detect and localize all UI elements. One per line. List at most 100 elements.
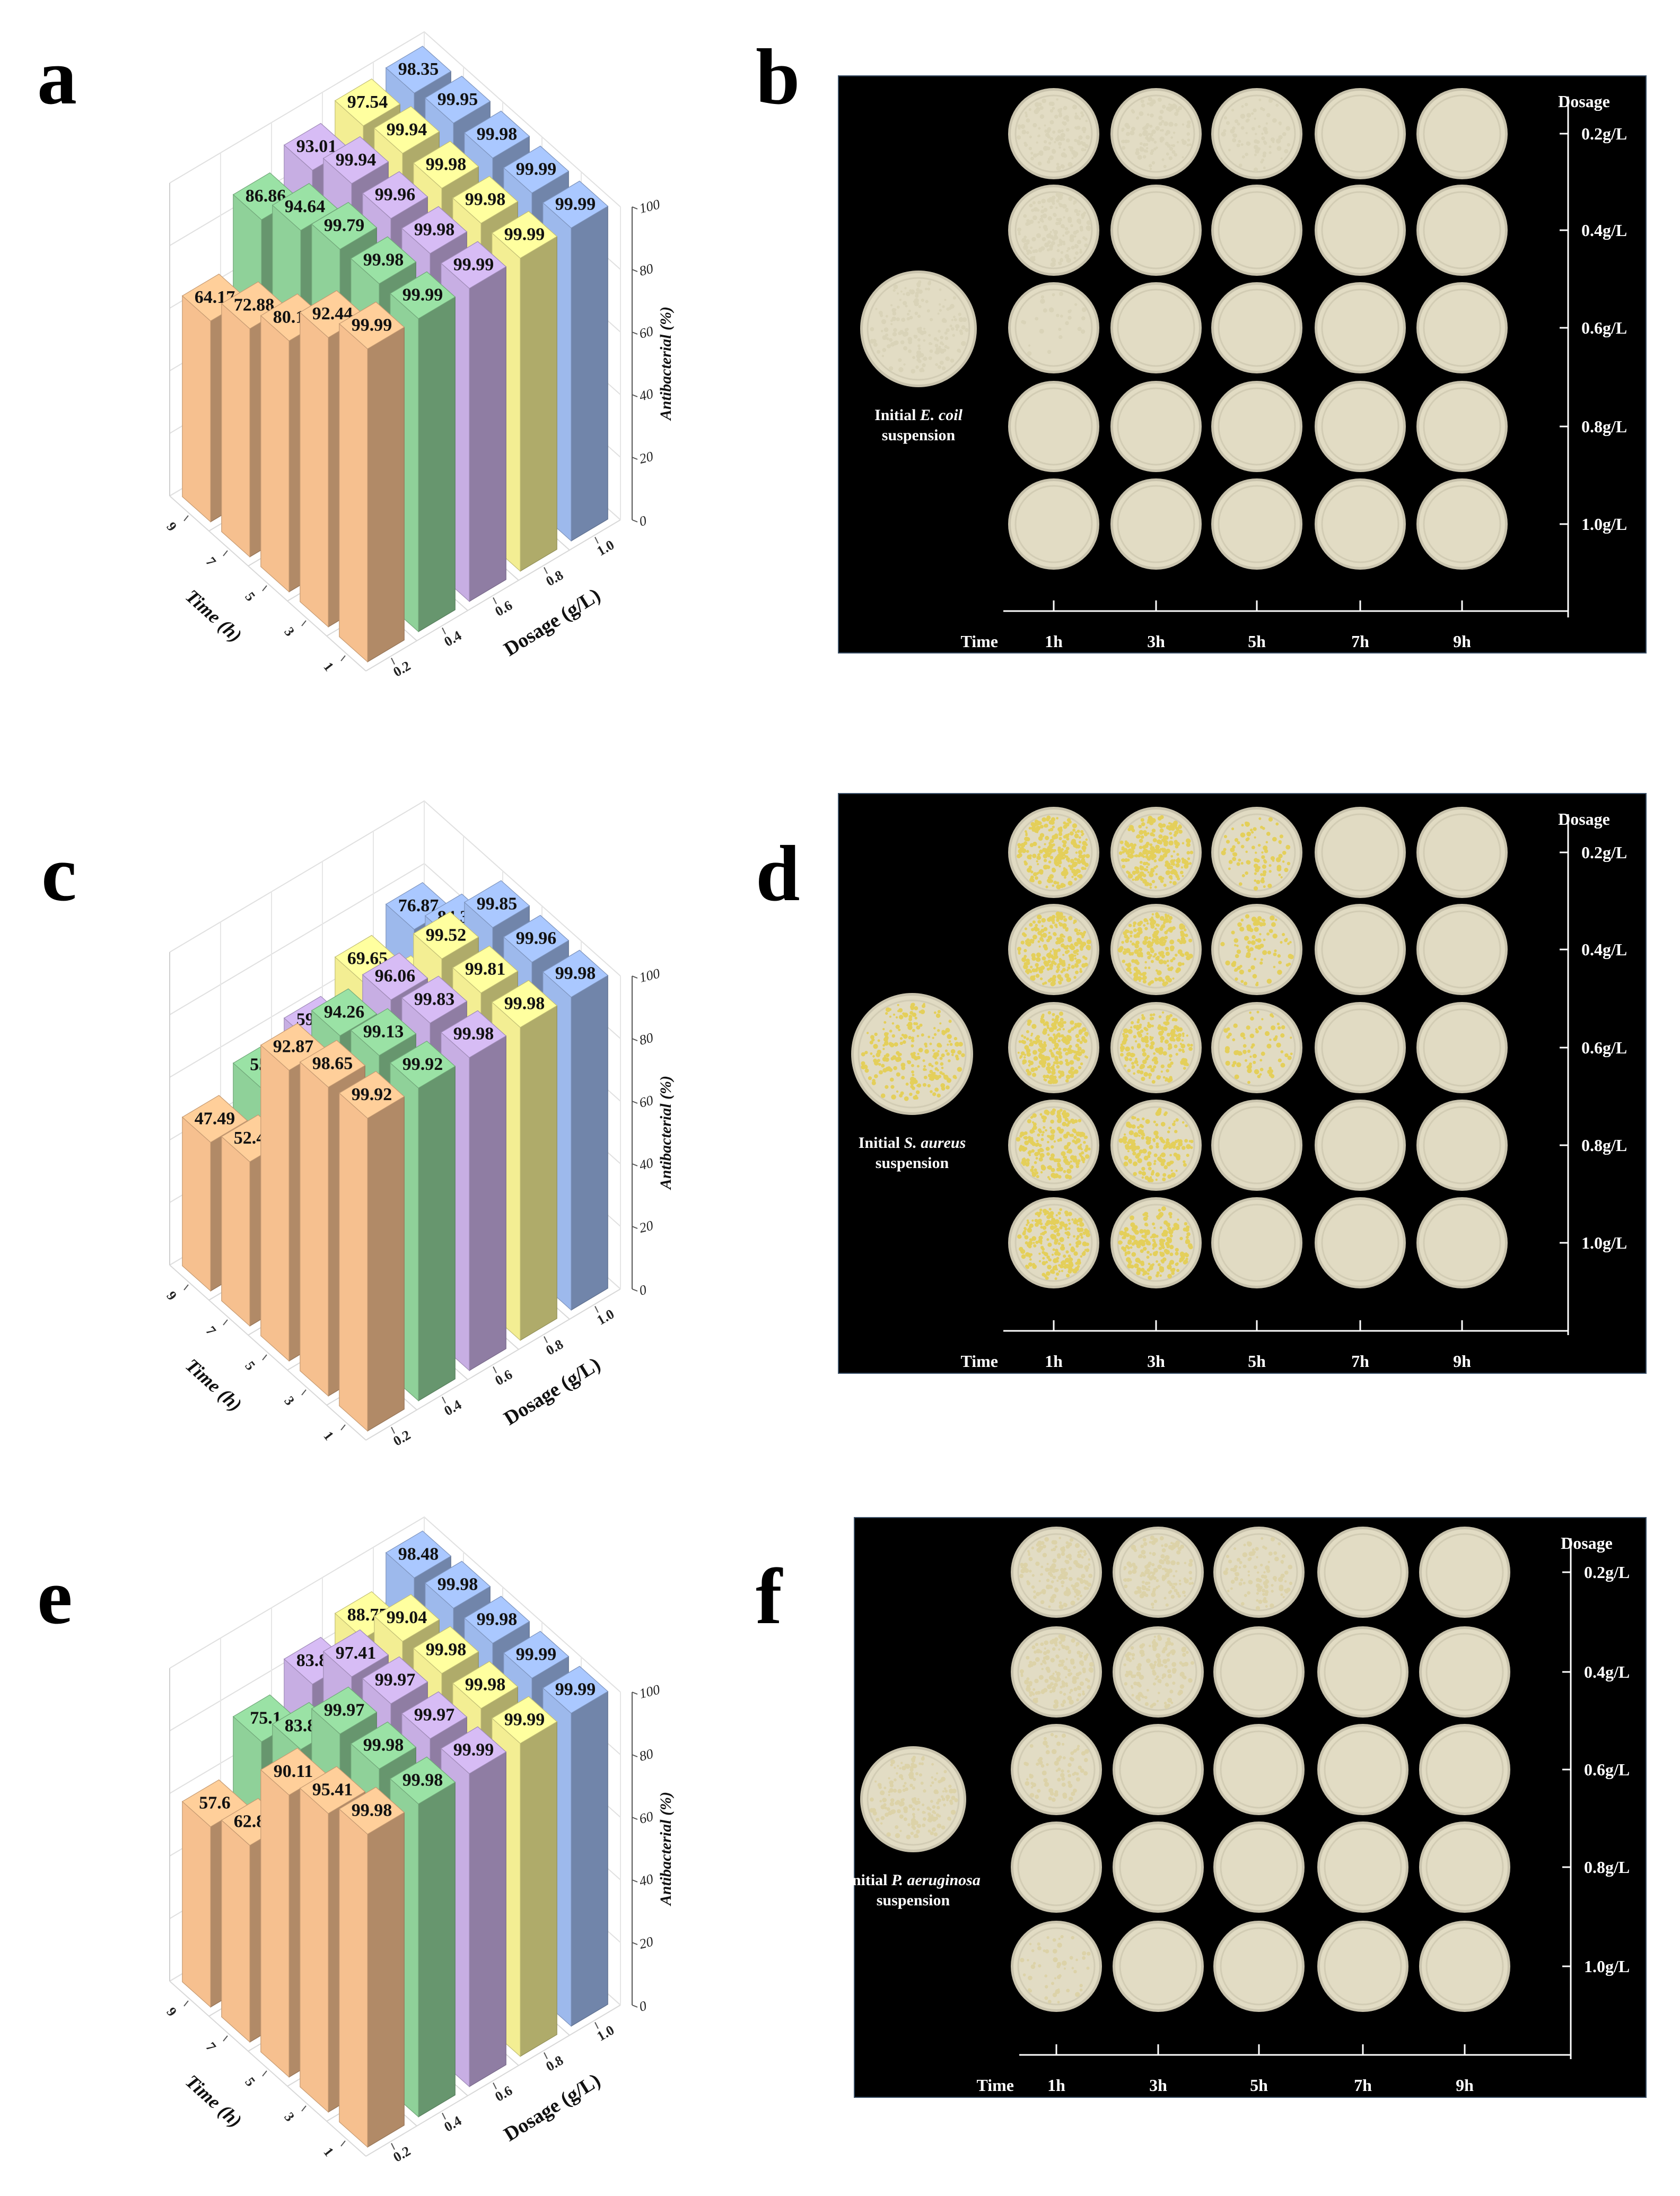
petri-dish: [1213, 1724, 1305, 1815]
petri-dish: [1008, 807, 1099, 898]
z-tick-label: 100: [637, 965, 661, 986]
dosage-label: 1.0g/L: [1584, 1957, 1630, 1976]
dosage-label: 0.6g/L: [1584, 1760, 1630, 1779]
data-label: 99.81: [465, 960, 506, 979]
petri-dish: [1211, 1197, 1302, 1288]
data-label: 99.99: [504, 225, 545, 245]
data-label: 99.98: [363, 1736, 404, 1755]
petri-dish: [1213, 1921, 1305, 2012]
petri-dish: [1211, 904, 1302, 995]
time-axis-label: Time (h): [181, 2071, 246, 2132]
z-axis-label: Antibacterial (%): [657, 1792, 675, 1906]
time-label: 9h: [1456, 2076, 1474, 2095]
data-label: 98.65: [312, 1053, 353, 1073]
data-label: 99.99: [453, 255, 494, 275]
petri-dish: [1211, 88, 1302, 179]
dosage-header: Dosage: [1558, 92, 1610, 111]
petri-dish: [1419, 1527, 1510, 1618]
chart-c-3d-bar: 76.8769.6584.3759.8374.3499.8555.165.099…: [0, 769, 689, 1480]
data-label: 94.26: [324, 1002, 365, 1022]
petri-dish: [1213, 1527, 1305, 1618]
petri-dish: [1113, 1822, 1204, 1913]
data-label: 98.48: [398, 1544, 439, 1564]
petri-dish: [1317, 1724, 1408, 1815]
dosage-tick-label: 0.4: [442, 628, 465, 649]
data-label: 99.99: [555, 195, 596, 214]
time-tick-label: 9: [163, 2005, 180, 2019]
time-label: 3h: [1147, 1352, 1165, 1371]
dosage-tick-label: 1.0: [594, 2022, 617, 2044]
data-label: 99.96: [375, 185, 416, 205]
panel-letter-b: b: [756, 37, 800, 117]
data-label: 99.92: [352, 1085, 392, 1104]
data-label: 57.6: [199, 1793, 231, 1813]
time-label: 3h: [1147, 632, 1165, 651]
petri-dish: [1315, 282, 1406, 373]
petri-dish: [1011, 1921, 1102, 2012]
data-label: 99.99: [504, 1710, 545, 1730]
data-label: 99.94: [336, 150, 377, 170]
dosage-tick-label: 0.8: [544, 1336, 566, 1358]
petri-dish: [1011, 1724, 1102, 1815]
petri-dish: [1110, 807, 1202, 898]
time-axis-label: Time (h): [181, 586, 246, 647]
petri-dish: [1008, 904, 1099, 995]
data-label: 99.98: [453, 1024, 494, 1044]
time-tick-label: 7: [203, 1323, 219, 1338]
time-label: 1h: [1045, 1352, 1063, 1371]
petri-dish: [1315, 185, 1406, 276]
data-label: 93.01: [296, 137, 337, 156]
dosage-label: 0.2g/L: [1584, 1563, 1630, 1582]
dosage-axis-label: Dosage (g/L): [500, 2069, 605, 2146]
panel-letter-d: d: [756, 834, 800, 913]
dosage-axis-label: Dosage (g/L): [500, 1353, 605, 1430]
petri-dish: [1211, 282, 1302, 373]
data-label: 99.98: [504, 994, 545, 1014]
data-label: 99.98: [555, 964, 596, 983]
data-label: 99.98: [477, 1610, 518, 1629]
time-header: Time: [960, 632, 998, 651]
data-label: 95.41: [312, 1780, 353, 1800]
data-label: 99.92: [402, 1055, 443, 1074]
z-tick-label: 20: [637, 1217, 654, 1235]
petri-dish: [1213, 1822, 1305, 1913]
time-header: Time: [976, 2076, 1014, 2095]
data-label: 90.11: [274, 1762, 313, 1781]
petri-dish: [1113, 1527, 1204, 1618]
z-tick-label: 0: [637, 1998, 648, 2015]
data-label: 97.41: [336, 1643, 377, 1663]
time-tick-label: 3: [281, 1393, 298, 1408]
petri-dish: [1008, 88, 1099, 179]
z-tick-label: 20: [637, 448, 654, 466]
petri-dish: [860, 271, 977, 387]
z-tick-label: 60: [637, 1808, 654, 1826]
dosage-tick-label: 0.8: [544, 567, 566, 589]
time-tick-label: 1: [320, 2145, 337, 2159]
petri-dish: [1315, 478, 1406, 570]
panel-letter-f: f: [756, 1557, 782, 1636]
dosage-tick-label: 0.4: [442, 2113, 465, 2134]
initial-label: Initial E. coil: [874, 406, 963, 424]
time-tick-label: 5: [242, 1358, 258, 1373]
petri-dish: [1416, 185, 1508, 276]
petri-dish: [1419, 1626, 1510, 1718]
data-label: 99.52: [426, 925, 467, 945]
petri-dish: [1416, 88, 1508, 179]
dosage-tick-label: 0.8: [544, 2052, 566, 2074]
petri-dish: [1211, 1100, 1302, 1191]
petri-dish: [1008, 478, 1099, 570]
data-label: 99.99: [453, 1740, 494, 1760]
petri-dish: [1315, 381, 1406, 472]
petri-dish: [1315, 807, 1406, 898]
data-label: 99.96: [516, 929, 557, 948]
petri-dish: [1416, 904, 1508, 995]
data-label: 96.06: [375, 966, 416, 986]
petri-dish: [1110, 478, 1202, 570]
time-tick-label: 3: [281, 2110, 298, 2124]
petri-dish: [1211, 1002, 1302, 1093]
petri-dish: [1211, 381, 1302, 472]
petri-dish: [1317, 1527, 1408, 1618]
petri-dish: [1317, 1626, 1408, 1718]
petri-dish: [1211, 478, 1302, 570]
